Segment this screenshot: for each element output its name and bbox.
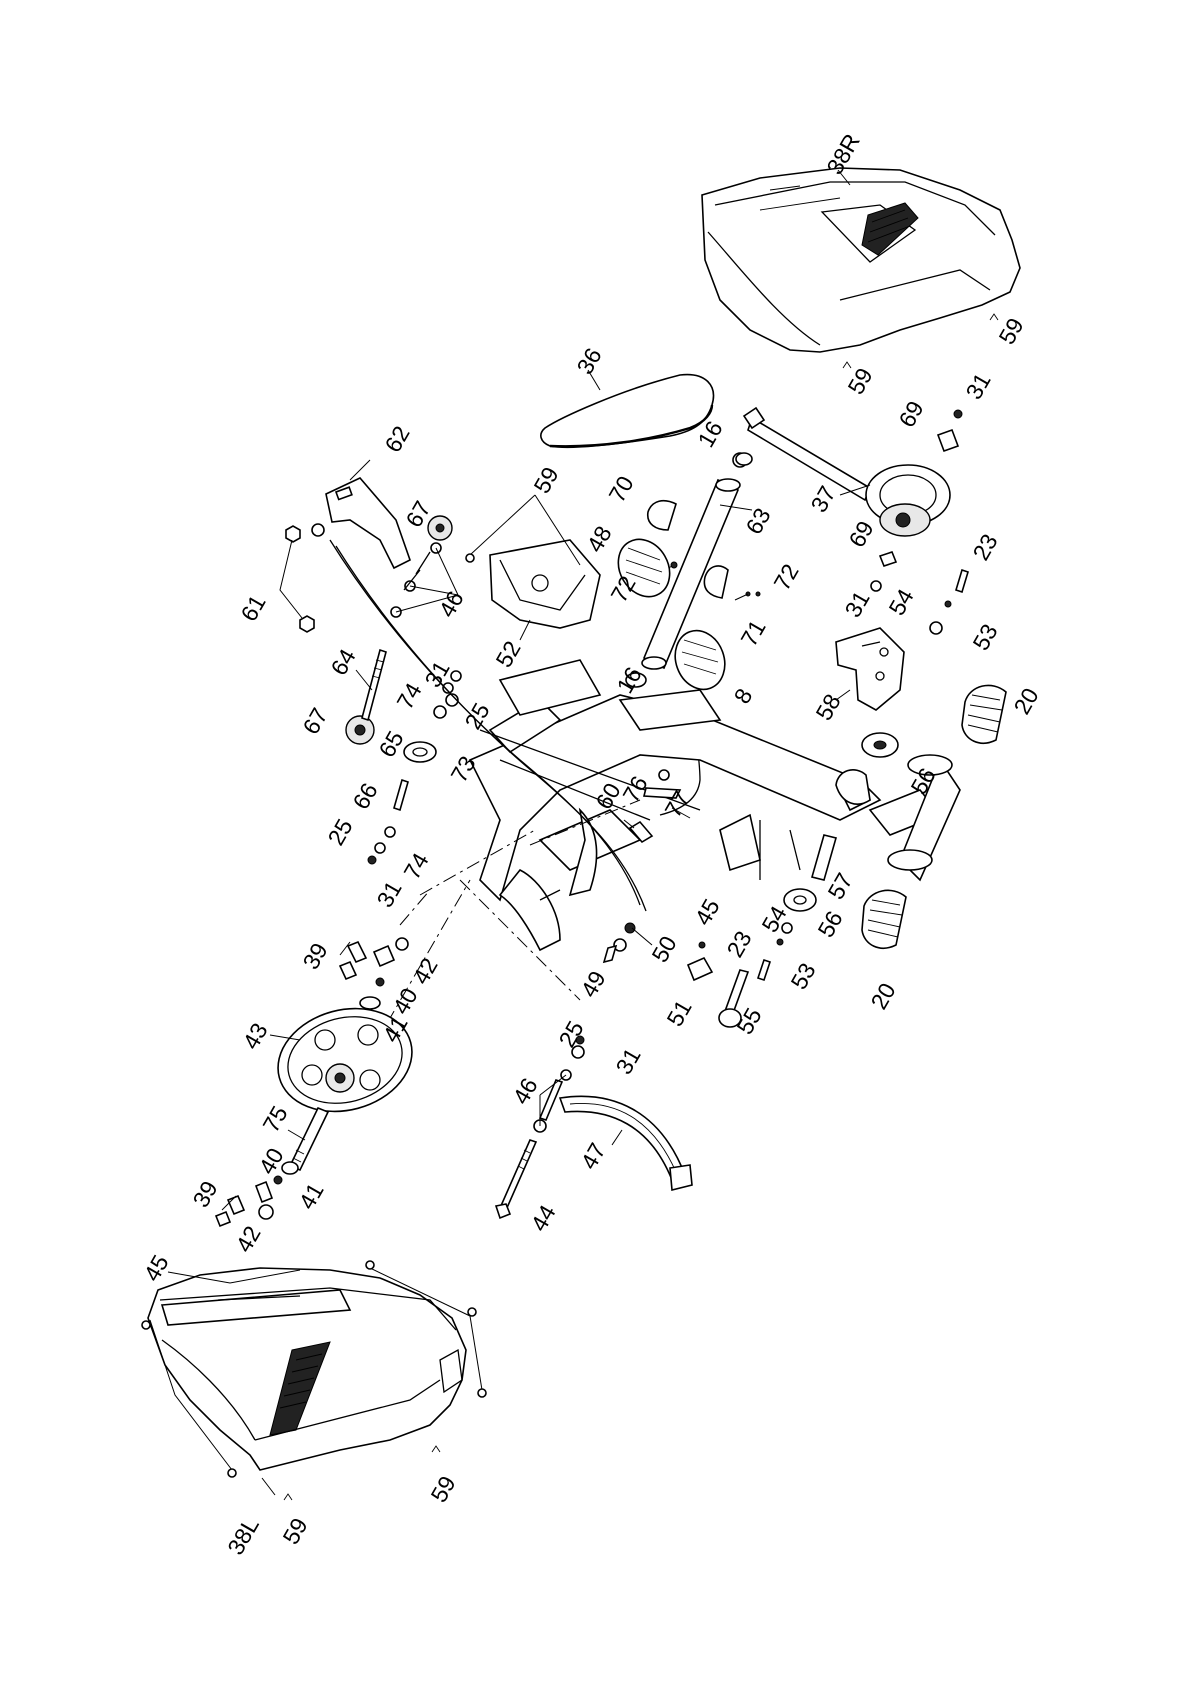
callout-45: 45 — [138, 1250, 173, 1285]
callout-73: 73 — [445, 751, 480, 786]
part-38L-left-cover — [142, 1261, 486, 1500]
callout-57: 57 — [822, 868, 857, 903]
callout-72: 72 — [768, 559, 803, 594]
callout-48: 48 — [581, 521, 616, 556]
callout-59: 59 — [528, 462, 563, 497]
part-64-axle — [356, 650, 386, 720]
part-62-bracket — [312, 460, 410, 568]
callout-23: 23 — [721, 926, 756, 961]
callout-62: 62 — [379, 421, 414, 456]
callout-53: 53 — [967, 619, 1002, 654]
callout-25: 25 — [459, 698, 494, 733]
callout-56: 56 — [812, 906, 847, 941]
callout-36: 36 — [571, 343, 606, 378]
callout-54: 54 — [883, 584, 918, 619]
callout-61: 61 — [235, 590, 270, 625]
callout-58: 58 — [810, 689, 845, 724]
callout-43: 43 — [237, 1018, 272, 1053]
callout-50: 50 — [646, 931, 681, 966]
callout-39: 39 — [297, 938, 332, 973]
callout-8: 8 — [729, 684, 758, 708]
callout-59: 59 — [277, 1513, 312, 1548]
callout-59: 59 — [993, 313, 1028, 348]
callout-74: 74 — [391, 678, 426, 713]
part-47-guard — [560, 1096, 692, 1190]
callout-42: 42 — [407, 953, 442, 988]
callout-46: 46 — [507, 1073, 542, 1108]
callout-42: 42 — [230, 1221, 265, 1256]
callout-38l: 38L — [222, 1513, 264, 1559]
callout-69: 69 — [893, 396, 928, 431]
callout-37: 37 — [805, 481, 840, 516]
part-38R-right-cover — [702, 168, 1020, 368]
callout-66: 66 — [347, 778, 382, 813]
callout-75: 75 — [257, 1101, 292, 1136]
callout-25: 25 — [553, 1016, 588, 1051]
part-61-nuts — [280, 526, 314, 632]
part-44-bolt — [496, 1140, 536, 1218]
callout-67: 67 — [297, 703, 332, 738]
part-52-shroud — [466, 495, 600, 640]
callout-16: 16 — [611, 662, 646, 697]
callout-69: 69 — [843, 516, 878, 551]
callout-45: 45 — [689, 894, 724, 929]
callout-25: 25 — [322, 814, 357, 849]
callout-52: 52 — [490, 636, 525, 671]
callout-23: 23 — [967, 529, 1002, 564]
callout-31: 31 — [839, 586, 874, 621]
callout-65: 65 — [373, 726, 408, 761]
callout-44: 44 — [525, 1200, 560, 1235]
callout-47: 47 — [575, 1138, 610, 1173]
callout-70: 70 — [603, 471, 638, 506]
callout-40: 40 — [253, 1143, 288, 1178]
callout-59: 59 — [842, 363, 877, 398]
callout-31: 31 — [371, 876, 406, 911]
callout-41: 41 — [293, 1178, 328, 1213]
callout-20: 20 — [865, 978, 900, 1013]
callout-55: 55 — [731, 1003, 766, 1038]
part-56-pulley — [862, 733, 898, 757]
part-39-42-hardware-lower — [216, 1162, 298, 1226]
callout-76: 76 — [617, 771, 652, 806]
callout-74: 74 — [398, 848, 433, 883]
callout-64: 64 — [325, 644, 360, 679]
part-58-bracket — [836, 628, 904, 710]
callout-49: 49 — [575, 966, 610, 1001]
callout-20: 20 — [1008, 683, 1043, 718]
callout-71: 71 — [735, 615, 770, 650]
callout-51: 51 — [661, 995, 696, 1030]
callout-31: 31 — [960, 368, 995, 403]
callout-39: 39 — [187, 1176, 222, 1211]
callout-53: 53 — [785, 958, 820, 993]
part-75-shaft — [288, 1108, 328, 1170]
callout-59: 59 — [425, 1471, 460, 1506]
callout-31: 31 — [610, 1043, 645, 1078]
part-36-chain-cover — [541, 370, 714, 447]
